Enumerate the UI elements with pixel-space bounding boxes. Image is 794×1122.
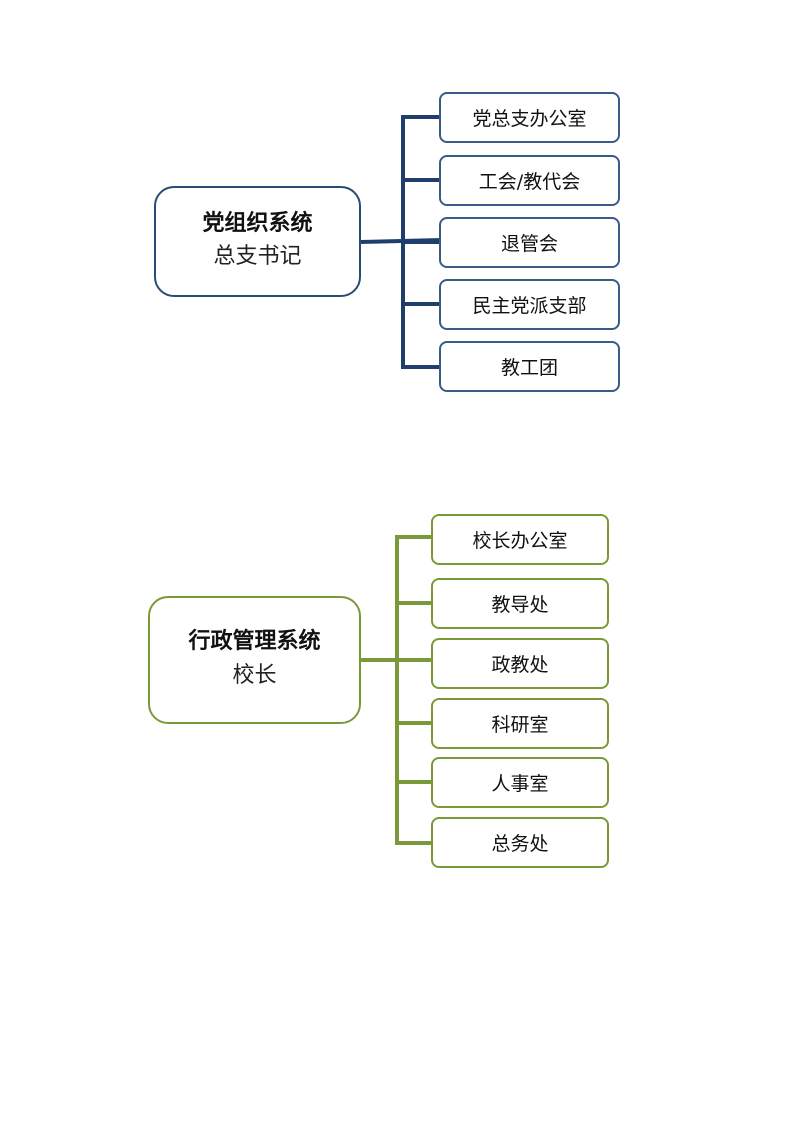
admin-child-1: 校长办公室 xyxy=(431,514,609,565)
party-root-node: 党组织系统 总支书记 xyxy=(154,186,361,297)
admin-child-5: 人事室 xyxy=(431,757,609,808)
admin-child-6: 总务处 xyxy=(431,817,609,868)
admin-child-2: 教导处 xyxy=(431,578,609,629)
admin-root-subtitle: 校长 xyxy=(232,662,277,688)
admin-root-node: 行政管理系统 校长 xyxy=(148,596,361,724)
party-child-3: 退管会 xyxy=(439,217,620,268)
party-child-5: 教工团 xyxy=(439,341,620,392)
admin-child-4: 科研室 xyxy=(431,698,609,749)
party-child-1: 党总支办公室 xyxy=(439,92,620,143)
party-child-4: 民主党派支部 xyxy=(439,279,620,330)
party-root-connector xyxy=(358,237,443,245)
party-root-subtitle: 总支书记 xyxy=(213,244,302,270)
admin-root-title: 行政管理系统 xyxy=(188,629,321,654)
party-root-title: 党组织系统 xyxy=(202,210,313,236)
party-child-2: 工会/教代会 xyxy=(439,155,620,206)
admin-child-3: 政教处 xyxy=(431,638,609,689)
